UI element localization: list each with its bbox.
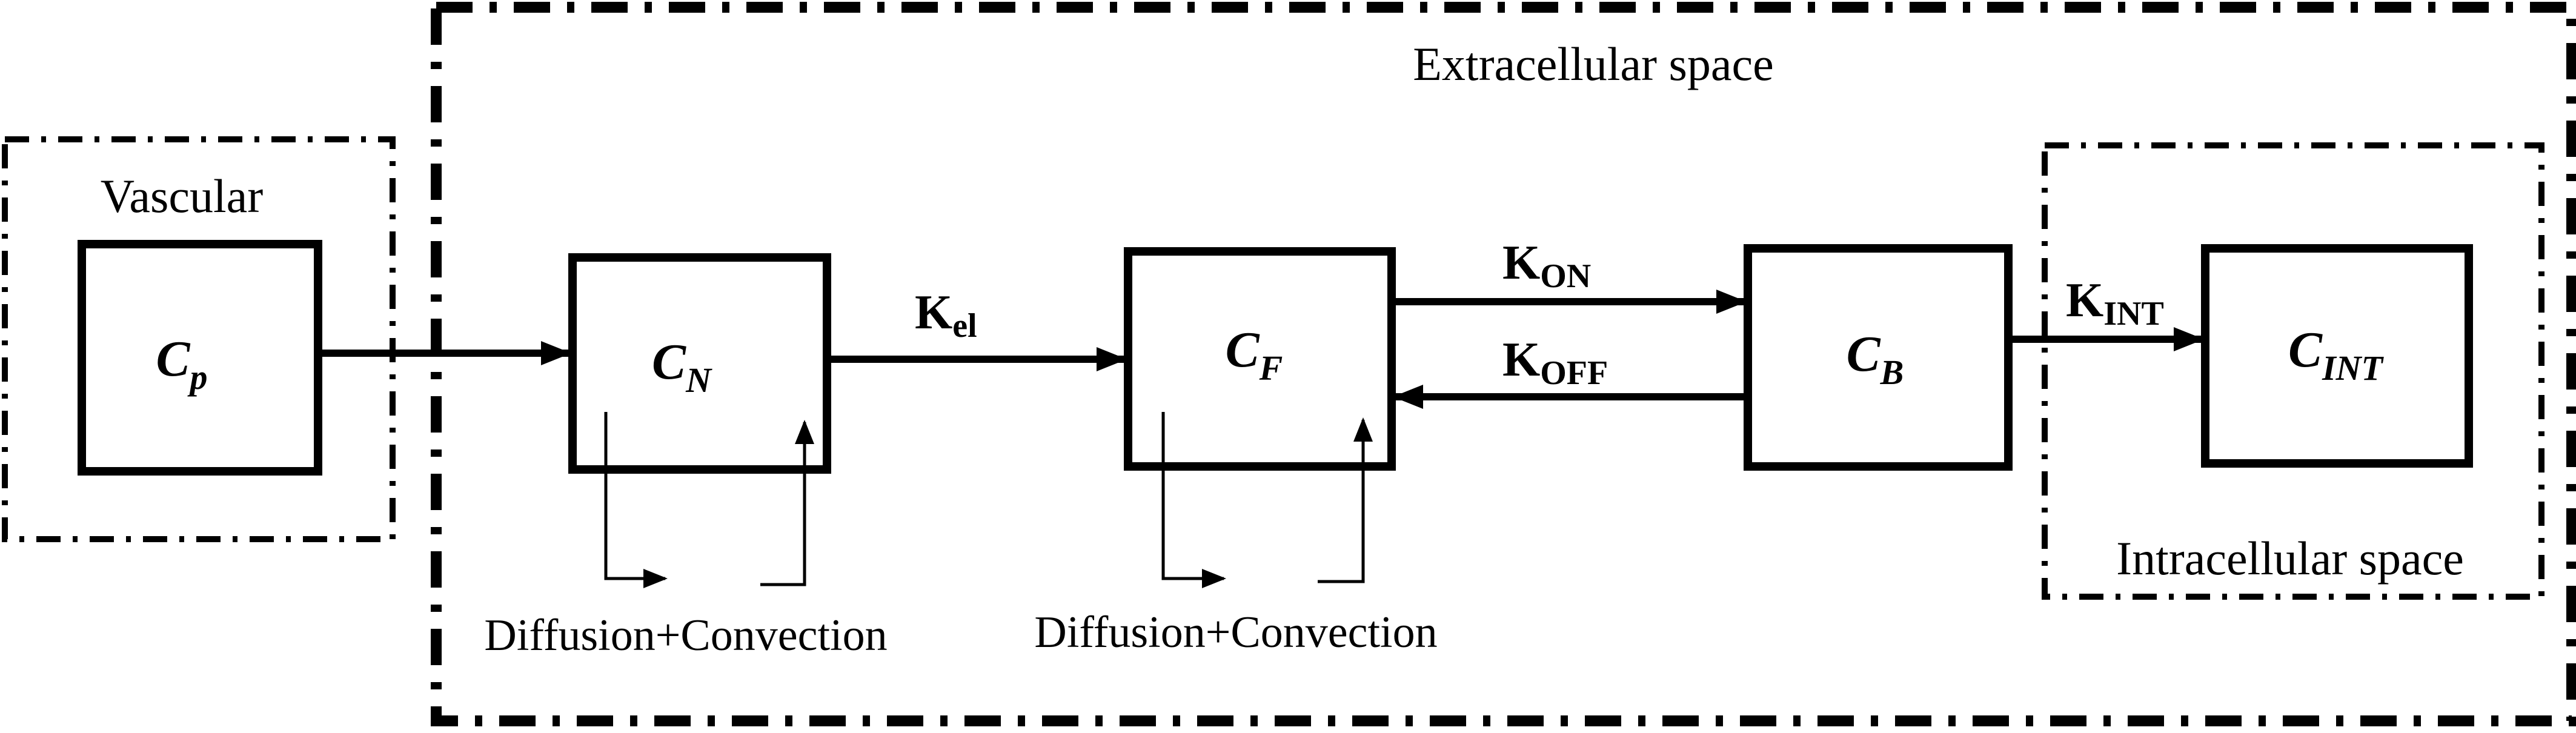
kint-label: KINT xyxy=(2066,274,2164,333)
cn-loop-in-arrow xyxy=(760,420,814,586)
extracellular-region xyxy=(431,2,2576,726)
cn-label: CN xyxy=(652,334,712,400)
intracellular-label: Intracellular space xyxy=(2116,532,2464,585)
cf-process-label: Diffusion+Convection xyxy=(1034,608,1437,657)
extracellular-label: Extracellular space xyxy=(1413,38,1773,90)
koff-label: KOFF xyxy=(1502,333,1608,392)
cint-label: CINT xyxy=(2288,322,2384,388)
cb-box xyxy=(1744,244,2013,471)
cn-process-label: Diffusion+Convection xyxy=(484,611,887,660)
cn-box xyxy=(568,253,831,474)
kel-label: Kel xyxy=(915,286,977,345)
vascular-region xyxy=(2,136,396,542)
cf-loop-out-arrow xyxy=(1161,412,1226,588)
cint-box xyxy=(2201,244,2473,468)
cf-box xyxy=(1124,247,1396,471)
vascular-label: Vascular xyxy=(101,170,264,222)
kon-label: KON xyxy=(1502,236,1591,295)
intracellular-region xyxy=(2042,142,2544,600)
cn-loop-out-arrow xyxy=(604,412,668,588)
cp-box xyxy=(78,240,322,476)
cp-label: Cp xyxy=(156,331,207,397)
cf-label: CF xyxy=(1226,322,1283,388)
cb-label: CB xyxy=(1847,326,1904,392)
cf-loop-in-arrow xyxy=(1318,417,1373,583)
